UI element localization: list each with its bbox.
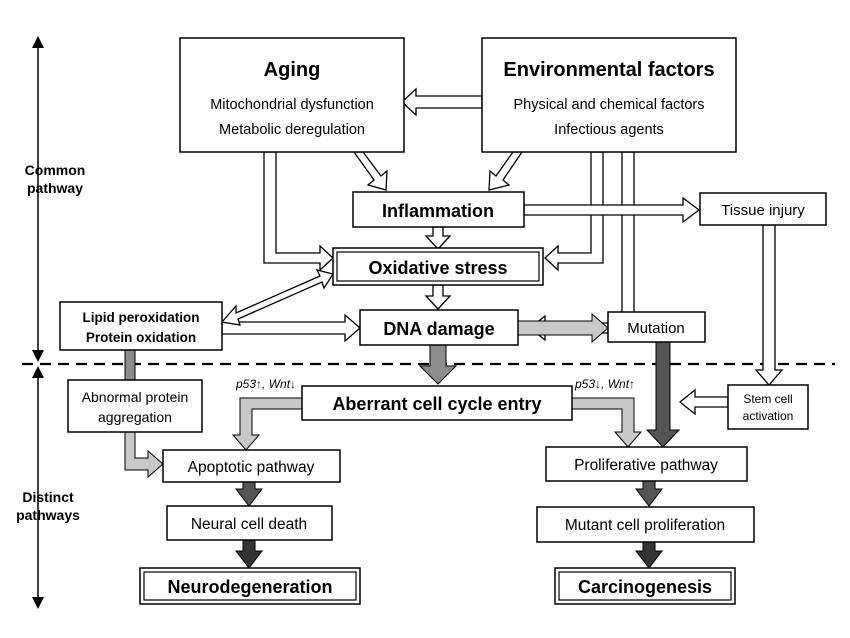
annotation-right: p53↓, Wnt↑	[574, 377, 635, 391]
node-abnormal-protein-aggregation: Abnormal protein aggregation	[67, 379, 203, 433]
arrow-oxidative-to-dna	[424, 284, 452, 310]
arrow-inflammation-to-oxidative	[424, 226, 452, 250]
node-apoptotic-pathway: Apoptotic pathway	[162, 449, 341, 483]
node-mutant-cell-proliferation: Mutant cell proliferation	[536, 506, 755, 543]
arrow-stem-to-proliferative	[678, 388, 729, 416]
node-lipid-peroxidation: Lipid peroxidation Protein oxidation	[59, 301, 223, 351]
aging-line1: Mitochondrial dysfunction	[210, 97, 374, 113]
distinct-pathways-label-line2: pathways	[16, 507, 80, 523]
inflammation-label: Inflammation	[382, 201, 494, 221]
annotation-left: p53↑, Wnt↓	[235, 377, 296, 391]
arrow-aberrant-to-apoptotic	[231, 397, 303, 451]
arrow-proliferative-to-mutant	[634, 480, 664, 507]
proliferative-label: Proliferative pathway	[574, 457, 718, 474]
node-carcinogenesis: Carcinogenesis	[554, 567, 736, 605]
aging-title: Aging	[264, 59, 321, 81]
arrow-aging-to-oxidative	[263, 151, 334, 272]
arrow-lipid-to-apoptotic	[124, 349, 136, 381]
mutant-prolif-label: Mutant cell proliferation	[565, 517, 725, 534]
env-line1: Physical and chemical factors	[514, 97, 705, 113]
node-tissue-injury: Tissue injury	[699, 192, 827, 226]
abnormal-line2: aggregation	[98, 409, 172, 425]
aging-line2: Metabolic deregulation	[219, 122, 365, 138]
tissue-injury-label: Tissue injury	[721, 202, 805, 219]
stem-line2: activation	[743, 409, 794, 423]
stem-line1: Stem cell	[743, 392, 792, 406]
node-dna-damage: DNA damage	[359, 309, 519, 346]
common-pathway-label-line2: pathway	[27, 180, 83, 196]
arrow-dna-to-mutation	[517, 312, 609, 344]
arrow-inflammation-to-tissue	[523, 196, 701, 224]
neural-death-label: Neural cell death	[191, 516, 307, 533]
dna-damage-label: DNA damage	[383, 319, 494, 339]
node-neurodegeneration: Neurodegeneration	[139, 567, 361, 605]
node-proliferative-pathway: Proliferative pathway	[545, 446, 748, 482]
grey-arrows	[124, 312, 681, 569]
arrow-neural-to-neurodegeneration	[234, 539, 264, 569]
mutation-label: Mutation	[627, 320, 685, 337]
distinct-pathways-axis	[32, 366, 44, 609]
node-stem-cell-activation: Stem cell activation	[727, 384, 809, 430]
arrow-aging-to-inflammation	[352, 151, 388, 191]
env-line2: Infectious agents	[554, 122, 664, 138]
arrow-lipid-to-dna	[221, 313, 361, 343]
aberrant-label: Aberrant cell cycle entry	[332, 394, 541, 414]
node-aging: Aging Mitochondrial dysfunction Metaboli…	[179, 37, 405, 153]
node-oxidative-stress: Oxidative stress	[332, 247, 544, 286]
neurodegeneration-label: Neurodegeneration	[167, 577, 332, 597]
common-pathway-label-line1: Common	[25, 162, 86, 178]
arrow-tissue-to-stem	[754, 224, 784, 386]
arrow-mutant-to-carcinogenesis	[634, 541, 664, 569]
arrow-dna-to-aberrant	[418, 344, 458, 385]
node-neural-cell-death: Neural cell death	[166, 505, 333, 541]
arrow-mutation-to-proliferative	[645, 341, 681, 448]
node-environmental-factors: Environmental factors Physical and chemi…	[481, 37, 737, 153]
arrow-env-to-inflammation	[488, 151, 524, 191]
lipid-line2: Protein oxidation	[86, 330, 196, 345]
arrow-abnormal-to-apoptotic	[124, 431, 164, 479]
distinct-pathways-label-line1: Distinct	[22, 489, 74, 505]
oxidative-stress-label: Oxidative stress	[368, 258, 507, 278]
common-pathway-axis	[32, 36, 44, 362]
arrow-apoptotic-to-neural	[234, 481, 264, 507]
abnormal-line1: Abnormal protein	[82, 389, 189, 405]
arrow-aberrant-to-proliferative	[571, 397, 643, 448]
arrow-oxidative-lipid-bidirectional	[220, 269, 335, 326]
arrow-env-to-aging	[401, 87, 483, 117]
node-aberrant-cell-cycle-entry: Aberrant cell cycle entry	[301, 385, 573, 421]
node-inflammation: Inflammation	[352, 191, 525, 228]
lipid-line1: Lipid peroxidation	[83, 310, 200, 325]
apoptotic-label: Apoptotic pathway	[188, 459, 315, 476]
env-title: Environmental factors	[503, 59, 714, 81]
carcinogenesis-label: Carcinogenesis	[578, 577, 712, 597]
node-mutation: Mutation	[607, 311, 706, 343]
